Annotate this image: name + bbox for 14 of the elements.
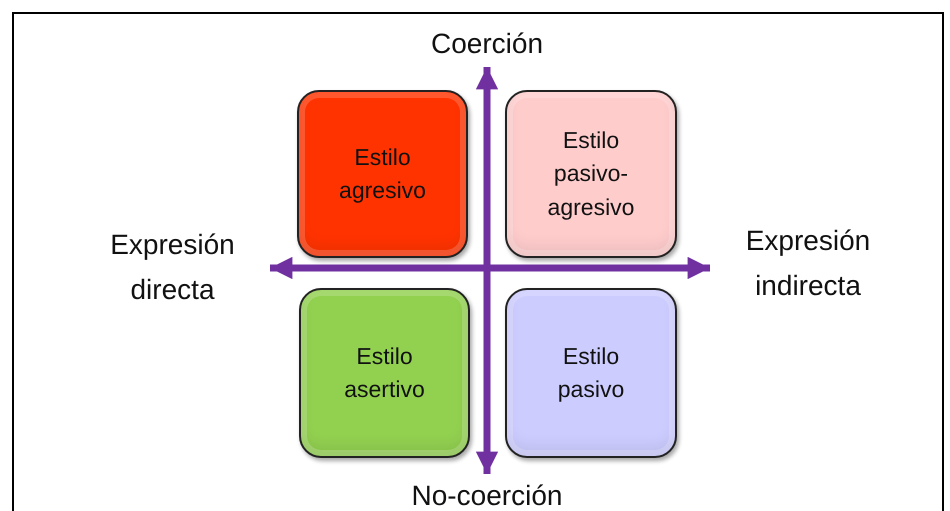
box-label: Estilo asertivo bbox=[343, 342, 426, 404]
axis-label: No-coerción bbox=[412, 479, 562, 511]
axis-label: Expresión indirecta bbox=[744, 224, 872, 303]
style-box bbox=[505, 288, 677, 458]
style-box bbox=[299, 288, 470, 458]
double-arrow bbox=[476, 67, 498, 474]
axis-label: Expresión directa bbox=[109, 228, 236, 307]
axis-label: Coerción bbox=[430, 27, 544, 62]
style-box bbox=[297, 90, 468, 258]
box-label: Estilo pasivo-agresivo bbox=[546, 126, 636, 222]
box-label: Estilo pasivo bbox=[556, 342, 626, 404]
box-label: Estilo agresivo bbox=[338, 142, 427, 205]
double-arrow bbox=[270, 256, 710, 280]
style-box bbox=[505, 90, 677, 258]
